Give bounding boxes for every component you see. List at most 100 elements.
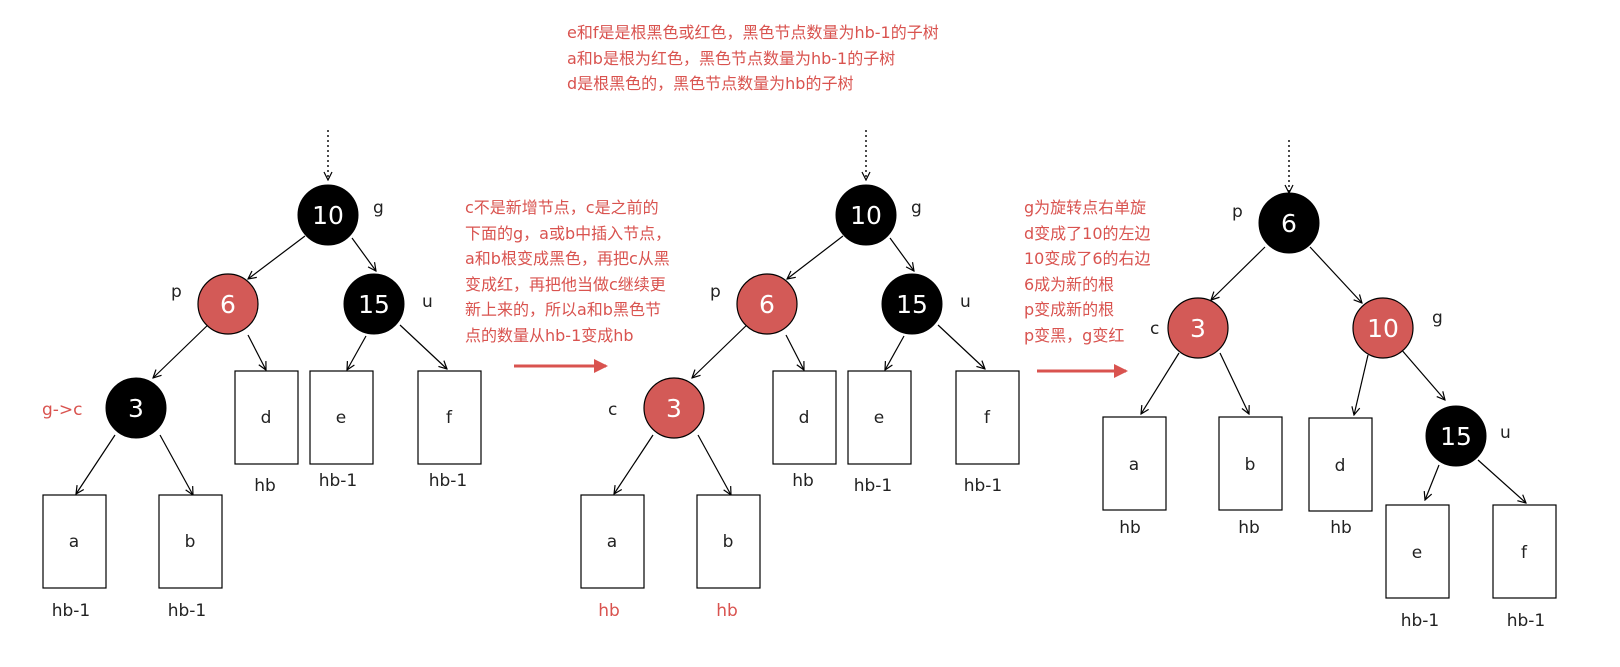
node-3-text: 3 <box>1190 314 1206 343</box>
subtree-d-height: hb <box>1330 518 1352 538</box>
svg-text:b: b <box>1245 455 1256 475</box>
edge <box>697 434 731 495</box>
step1-note-line: 新上来的，所以a和b黑色节 <box>465 300 661 319</box>
step1-note-line: a和b根变成黑色，再把c从黑 <box>465 249 670 268</box>
node-10-circle <box>297 184 359 246</box>
subtree-f-height: hb-1 <box>964 476 1003 496</box>
node-15-text: 15 <box>358 290 390 319</box>
node-c-label: c <box>1150 319 1159 339</box>
node-6-text: 6 <box>759 290 775 319</box>
step2-note-line: 10变成了6的右边 <box>1024 249 1151 268</box>
node-10-circle <box>1352 297 1414 359</box>
svg-text:e: e <box>336 408 346 428</box>
node-3-text: 3 <box>128 394 144 423</box>
node-p-label: p <box>171 282 182 302</box>
node-15-text: 15 <box>896 290 928 319</box>
node-c-label: c <box>608 400 617 420</box>
node-3-text: 3 <box>666 394 682 423</box>
subtree-a: a <box>42 494 107 589</box>
node-u-label: u <box>1500 423 1511 443</box>
edge <box>76 434 116 494</box>
node-3: 3 <box>105 377 167 439</box>
edge <box>1309 246 1362 303</box>
node-10: 10 <box>297 184 359 246</box>
node-3-circle <box>105 377 167 439</box>
edge <box>351 237 376 271</box>
node-u-label: u <box>422 292 433 312</box>
step2-note-line: 6成为新的根 <box>1024 274 1115 294</box>
subtree-a-height: hb <box>1119 518 1141 538</box>
svg-text:f: f <box>446 408 453 428</box>
edge <box>347 335 367 370</box>
node-15: 15 <box>1425 405 1487 467</box>
subtree-a-height: hb-1 <box>52 601 91 621</box>
subtree-b-height: hb-1 <box>168 601 207 621</box>
node-15: 15 <box>881 273 943 335</box>
subtree-d-height: hb <box>254 476 276 496</box>
subtree-d: d <box>772 370 837 465</box>
edge <box>247 334 266 370</box>
subtree-b: b <box>696 494 761 589</box>
edge <box>889 237 914 271</box>
subtree-e-height: hb-1 <box>319 471 358 491</box>
node-15-circle <box>1425 405 1487 467</box>
svg-text:a: a <box>1129 455 1139 475</box>
edge <box>692 320 752 378</box>
svg-text:e: e <box>1412 543 1422 563</box>
svg-text:b: b <box>185 532 196 552</box>
svg-text:d: d <box>799 408 810 428</box>
subtree-a: a <box>580 494 645 589</box>
step2-note-line: d变成了10的左边 <box>1024 223 1151 243</box>
node-p-label: p <box>710 282 721 302</box>
node-3-circle <box>1167 297 1229 359</box>
edge <box>1354 354 1369 415</box>
node-g-to-c-label: g->c <box>42 400 83 420</box>
node-10-circle <box>835 184 897 246</box>
node-15-text: 15 <box>1440 422 1472 451</box>
svg-text:f: f <box>1521 543 1528 563</box>
subtree-f: f <box>417 370 482 465</box>
tree-after-rotation: 6 p 3 c 10 g 15 u a hb b hb d <box>1102 140 1557 631</box>
top-note-line: d是根黑色的，黑色节点数量为hb的子树 <box>567 74 854 93</box>
subtree-d: d <box>1308 417 1373 512</box>
svg-text:e: e <box>874 408 884 428</box>
node-10: 10 <box>835 184 897 246</box>
step1-note-line: 点的数量从hb-1变成hb <box>465 325 634 345</box>
edge <box>399 324 447 369</box>
edge <box>1211 246 1266 300</box>
node-6-text: 6 <box>1281 209 1297 238</box>
subtree-a-height: hb <box>598 601 620 621</box>
edge <box>153 320 213 378</box>
edge <box>1399 347 1445 400</box>
node-10: 10 <box>1352 297 1414 359</box>
node-3-circle <box>643 377 705 439</box>
step2-note-line: g为旋转点右单旋 <box>1024 198 1147 217</box>
node-6-circle <box>197 273 259 335</box>
svg-text:a: a <box>69 532 79 552</box>
node-3: 3 <box>643 377 705 439</box>
node-15: 15 <box>343 273 405 335</box>
edge <box>1219 352 1249 414</box>
edge <box>785 334 804 370</box>
edge <box>787 235 844 279</box>
step2-note-line: p变成新的根 <box>1024 300 1115 319</box>
subtree-b: b <box>158 494 223 589</box>
subtree-b: b <box>1218 416 1283 511</box>
node-10-text: 10 <box>1367 314 1399 343</box>
node-g-label: g <box>373 198 384 218</box>
step1-note-line: 变成红，再把他当做c继续更 <box>465 274 666 294</box>
edge <box>1141 352 1180 414</box>
subtree-e: e <box>1385 504 1450 599</box>
node-g-label: g <box>1432 308 1443 328</box>
node-u-label: u <box>960 292 971 312</box>
edge <box>159 434 193 495</box>
node-15-circle <box>343 273 405 335</box>
subtree-f: f <box>955 370 1020 465</box>
node-6: 6 <box>736 273 798 335</box>
tree-before: 10 g 6 p 15 u 3 g->c a hb-1 b hb-1 <box>42 130 482 621</box>
node-6-text: 6 <box>220 290 236 319</box>
svg-text:b: b <box>723 532 734 552</box>
top-note-line: a和b是根为红色，黑色节点数量为hb-1的子树 <box>567 48 896 68</box>
step2-note: g为旋转点右单旋 d变成了10的左边 10变成了6的右边 6成为新的根 p变成新… <box>1024 195 1151 348</box>
